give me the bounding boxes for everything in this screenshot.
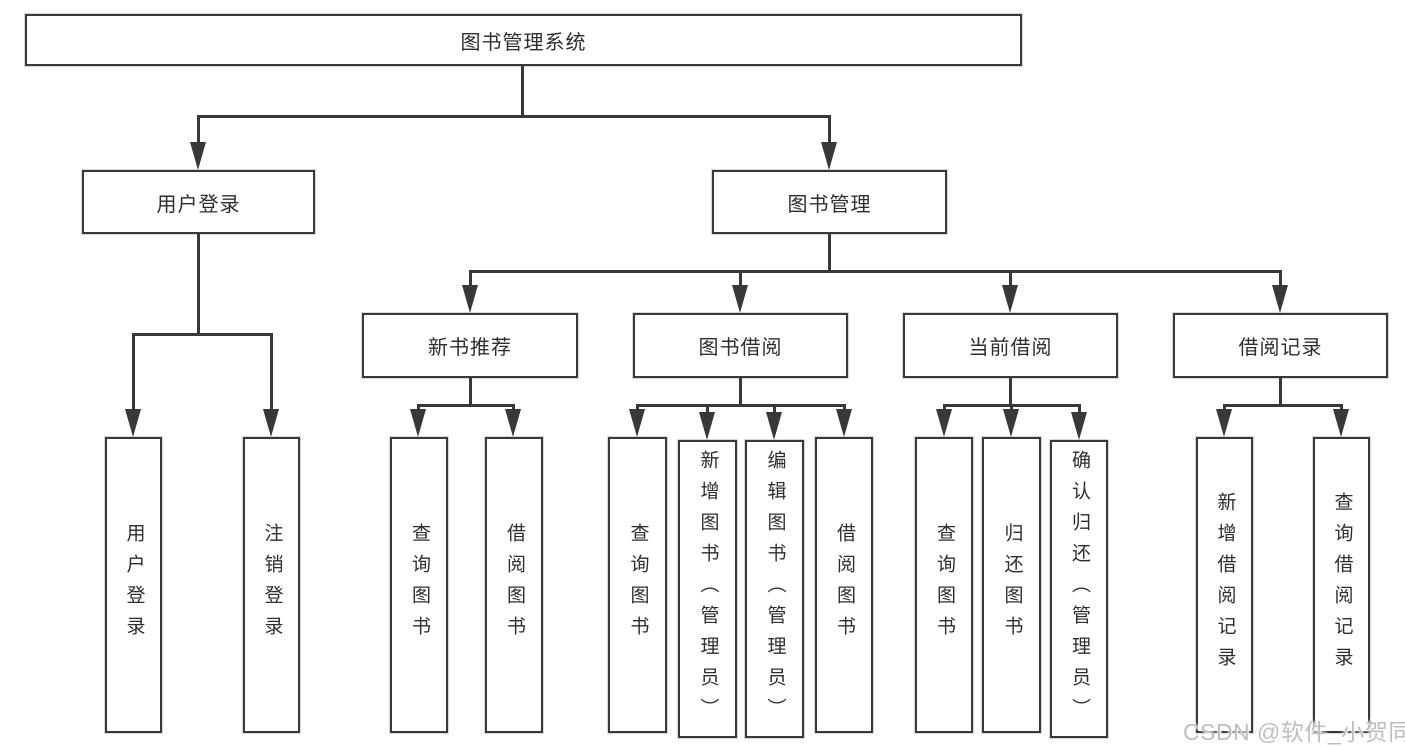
arrow-down-icon bbox=[936, 409, 952, 437]
leaf-edit-book-admin: 编辑图书（管理员） bbox=[745, 440, 804, 738]
arrow-down-icon bbox=[410, 409, 426, 437]
leaf-label: 借阅图书 bbox=[503, 523, 525, 647]
arrow-down-icon bbox=[699, 412, 715, 440]
node-book-management: 图书管理 bbox=[712, 170, 947, 234]
connector-line bbox=[1223, 404, 1226, 412]
node-current-borrowing: 当前借阅 bbox=[903, 313, 1118, 378]
connector-line bbox=[828, 115, 831, 144]
leaf-label: 注销登录 bbox=[261, 523, 283, 647]
connector-line bbox=[512, 404, 515, 412]
leaf-query-books-borrowing: 查询图书 bbox=[608, 437, 667, 733]
leaf-query-books-recommend: 查询图书 bbox=[390, 437, 448, 733]
arrow-down-icon bbox=[1333, 409, 1349, 437]
connector-line bbox=[132, 333, 273, 336]
leaf-return-books: 归还图书 bbox=[982, 437, 1041, 733]
arrow-down-icon bbox=[505, 409, 521, 437]
node-label: 当前借阅 bbox=[968, 337, 1053, 359]
connector-line bbox=[706, 404, 709, 414]
arrow-down-icon bbox=[125, 409, 141, 437]
leaf-label: 查询图书 bbox=[627, 523, 649, 647]
connector-line bbox=[197, 234, 200, 336]
connector-line bbox=[469, 378, 472, 407]
node-book-borrowing: 图书借阅 bbox=[633, 313, 848, 378]
node-borrowing-records: 借阅记录 bbox=[1173, 313, 1388, 378]
arrow-down-icon bbox=[462, 285, 478, 313]
connector-line bbox=[132, 333, 135, 411]
arrow-down-icon bbox=[629, 409, 645, 437]
connector-line bbox=[773, 404, 776, 414]
leaf-label: 借阅图书 bbox=[833, 523, 855, 647]
connector-line bbox=[1279, 270, 1282, 288]
leaf-add-borrow-record: 新增借阅记录 bbox=[1196, 437, 1253, 733]
leaf-label: 查询图书 bbox=[408, 523, 430, 647]
node-library-management-system: 图书管理系统 bbox=[25, 14, 1022, 66]
node-label: 图书借阅 bbox=[698, 337, 783, 359]
arrow-down-icon bbox=[1216, 409, 1232, 437]
connector-line bbox=[1078, 404, 1081, 414]
arrow-down-icon bbox=[766, 412, 782, 440]
leaf-label: 编辑图书（管理员） bbox=[764, 449, 786, 729]
connector-line bbox=[843, 404, 846, 412]
arrow-down-icon bbox=[1272, 285, 1288, 313]
arrow-down-icon bbox=[1003, 409, 1019, 437]
connector-line bbox=[828, 234, 831, 273]
leaf-borrow-books-recommend: 借阅图书 bbox=[485, 437, 543, 733]
node-label: 新书推荐 bbox=[428, 337, 512, 359]
arrow-down-icon bbox=[836, 409, 852, 437]
arrow-down-icon bbox=[263, 409, 279, 437]
connector-line bbox=[197, 115, 831, 118]
leaf-add-book-admin: 新增图书（管理员） bbox=[678, 440, 737, 738]
arrow-down-icon bbox=[190, 142, 206, 170]
leaf-label: 用户登录 bbox=[123, 523, 145, 647]
node-label: 借阅记录 bbox=[1238, 337, 1323, 359]
leaf-label: 归还图书 bbox=[1001, 523, 1023, 647]
connector-line bbox=[197, 115, 200, 144]
connector-line bbox=[1223, 404, 1343, 407]
connector-line bbox=[1009, 378, 1012, 407]
node-label: 用户登录 bbox=[156, 193, 241, 216]
connector-line bbox=[270, 333, 273, 411]
leaf-user-login: 用户登录 bbox=[105, 437, 162, 733]
connector-line bbox=[1340, 404, 1343, 412]
leaf-label: 新增借阅记录 bbox=[1214, 492, 1236, 678]
connector-line bbox=[417, 404, 420, 412]
leaf-label: 查询借阅记录 bbox=[1331, 492, 1353, 678]
leaf-query-books-current: 查询图书 bbox=[915, 437, 973, 733]
arrow-down-icon bbox=[732, 285, 748, 313]
leaf-query-borrow-record: 查询借阅记录 bbox=[1313, 437, 1370, 733]
leaf-label: 查询图书 bbox=[933, 523, 955, 647]
connector-line bbox=[636, 404, 846, 407]
arrow-down-icon bbox=[821, 142, 837, 170]
leaf-borrow-books-borrowing: 借阅图书 bbox=[815, 437, 873, 733]
connector-line bbox=[943, 404, 946, 412]
connector-line bbox=[739, 378, 742, 407]
connector-line bbox=[469, 270, 472, 288]
leaf-confirm-return-admin: 确认归还（管理员） bbox=[1050, 440, 1108, 738]
node-new-book-recommendation: 新书推荐 bbox=[362, 313, 578, 378]
connector-line bbox=[739, 270, 742, 288]
node-label: 图书管理 bbox=[787, 193, 872, 216]
connector-line bbox=[1279, 378, 1282, 407]
leaf-label: 确认归还（管理员） bbox=[1068, 449, 1090, 729]
watermark: CSDN @软件_小贺同学 bbox=[1183, 719, 1405, 745]
connector-line bbox=[1009, 270, 1012, 288]
arrow-down-icon bbox=[1071, 412, 1087, 440]
connector-line bbox=[521, 66, 524, 117]
node-label: 图书管理系统 bbox=[460, 31, 587, 54]
node-user-login: 用户登录 bbox=[82, 170, 315, 234]
arrow-down-icon bbox=[1002, 285, 1018, 313]
leaf-logout: 注销登录 bbox=[243, 437, 300, 733]
leaf-label: 新增图书（管理员） bbox=[697, 449, 719, 729]
connector-line bbox=[1010, 404, 1013, 412]
connector-line bbox=[417, 404, 515, 407]
connector-line bbox=[636, 404, 639, 412]
connector-line bbox=[469, 270, 1282, 273]
